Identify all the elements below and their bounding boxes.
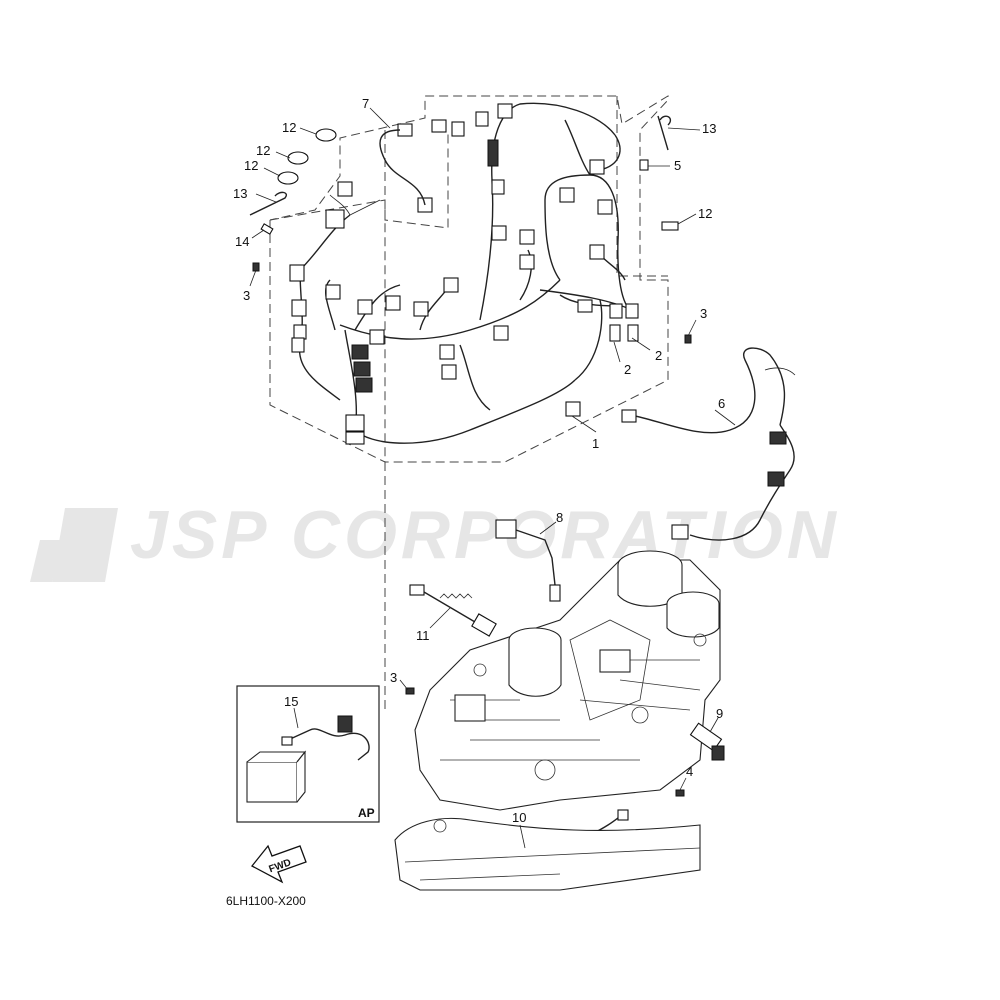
inset-ap: AP xyxy=(236,685,380,823)
callout-2: 2 xyxy=(624,362,631,377)
callout-13: 13 xyxy=(702,121,716,136)
main-wire-harness xyxy=(298,102,633,444)
sub-harness-outline xyxy=(384,130,449,229)
wire-lead-6 xyxy=(621,347,796,541)
engine-block xyxy=(414,550,721,811)
callout-6: 6 xyxy=(718,396,725,411)
callout-15: 15 xyxy=(284,694,298,709)
harness-connectors xyxy=(289,103,639,445)
callout-4: 4 xyxy=(686,764,693,779)
bottom-bracket xyxy=(394,817,701,891)
leader-lines xyxy=(249,107,736,849)
callout-5: 5 xyxy=(674,158,681,173)
callout-9: 9 xyxy=(716,706,723,721)
callout-12: 12 xyxy=(698,206,712,221)
diagram-code: 6LH1100-X200 xyxy=(226,894,306,908)
callout-7: 7 xyxy=(362,96,369,111)
callout-8: 8 xyxy=(556,510,563,525)
watermark: JSP CORPORATION xyxy=(30,497,840,582)
watermark-text: JSP CORPORATION xyxy=(130,497,840,573)
callout-1: 1 xyxy=(592,436,599,451)
clamps xyxy=(277,128,679,231)
fwd-arrow: FWD xyxy=(251,844,307,884)
callout-12: 12 xyxy=(282,120,296,135)
sub-wire-7 xyxy=(379,129,426,206)
callout-3: 3 xyxy=(243,288,250,303)
inset-label: AP xyxy=(358,806,375,820)
holder-14 xyxy=(260,223,274,235)
watermark-logo xyxy=(30,508,118,582)
callout-3: 3 xyxy=(700,306,707,321)
callout-13: 13 xyxy=(233,186,247,201)
sensor-8 xyxy=(495,519,561,602)
callout-14: 14 xyxy=(235,234,249,249)
sub-harness-outline-2 xyxy=(269,199,386,462)
callout-2: 2 xyxy=(655,348,662,363)
callout-3: 3 xyxy=(390,670,397,685)
sensor-11 xyxy=(409,584,497,637)
pin-5 xyxy=(639,159,649,171)
callout-10: 10 xyxy=(512,810,526,825)
callout-12: 12 xyxy=(244,158,258,173)
callout-12: 12 xyxy=(256,143,270,158)
callouts: 1 2 2 3 3 3 4 5 6 7 8 9 10 11 12 12 12 1… xyxy=(233,96,725,825)
bands xyxy=(249,115,672,216)
sensor-9 xyxy=(689,722,725,761)
inner-outline-right xyxy=(616,96,668,277)
callout-11: 11 xyxy=(416,628,430,643)
harness-group-outline xyxy=(269,95,669,463)
